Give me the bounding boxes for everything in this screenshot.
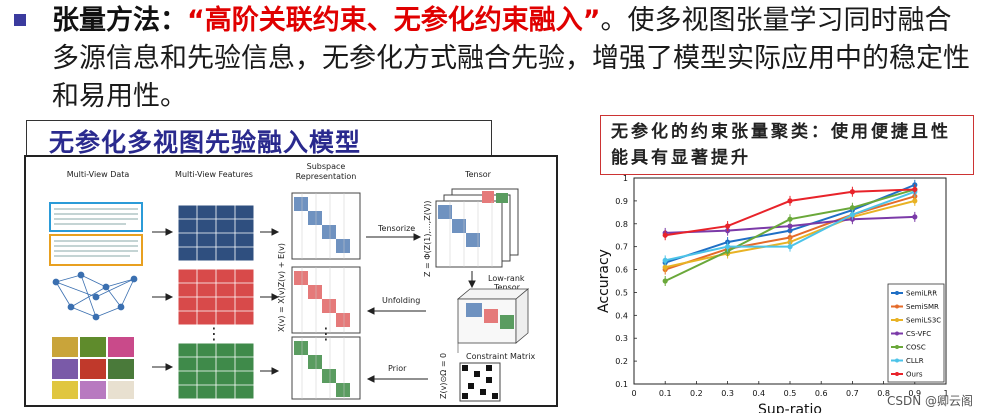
legend-marker [895, 345, 899, 349]
y-tick-label: 0.8 [615, 220, 628, 229]
slide-paragraph: 张量方法：“高阶关联约束、无参化约束融入”。使多视图张量学习同时融合多源信息和先… [52, 2, 972, 116]
x-tick-label: 1 [943, 389, 948, 398]
y-tick-label: 0.9 [615, 197, 628, 206]
framework-svg: Multi-View Data Multi-View Features Subs… [49, 162, 535, 402]
text-document-view [49, 202, 143, 266]
lowrank-label-1: Low-rank [488, 274, 525, 283]
col-header-tensor: Tensor [464, 170, 492, 179]
features-ellipsis: ⋮ [206, 324, 222, 343]
x-tick-label: 0.8 [877, 389, 890, 398]
prior-arrow [366, 375, 428, 383]
legend: SemiLRR SemiSMR SemiLS3C CS-VFC COSC CLLR Ours [887, 283, 945, 383]
legend-marker [895, 304, 899, 309]
legend-marker [895, 331, 899, 336]
col-header-data: Multi-View Data [67, 170, 130, 179]
graph-view [52, 271, 138, 321]
lowrank-arrow [468, 271, 476, 289]
x-tick-label: 0.5 [784, 389, 797, 398]
unfolding-arrow [366, 307, 426, 315]
subspace-matrices [291, 192, 361, 400]
legend-marker [895, 372, 899, 376]
image-view [52, 337, 134, 399]
legend-entry-cllr: CLLR [906, 357, 924, 365]
y-axis-label: Accuracy [596, 249, 612, 313]
y-tick-label: 0.2 [615, 357, 628, 366]
heading-quote: “高阶关联约束、无参化约束融入” [187, 5, 601, 36]
subspace-ellipsis: ⋮ [318, 324, 334, 343]
x-tick-label: 0.3 [721, 389, 734, 398]
bullet-square [14, 14, 26, 26]
x-tick-label: 0.1 [659, 389, 672, 398]
lowrank-label-2: Tensor [493, 283, 521, 292]
legend-marker [895, 291, 899, 295]
legend-entry-semismr: SemiSMR [906, 303, 939, 311]
x-tick-label: 0.4 [752, 389, 765, 398]
y-tick-label: 0.5 [615, 288, 628, 297]
prior-equation: Z(v)⊙Ω = 0 [439, 353, 448, 399]
lowrank-tensor [456, 288, 530, 353]
legend-entry-ours: Ours [906, 371, 923, 379]
body-text: 。使多视图张量学习同时融合多源信息和先验信息，无参化方式融合先验，增强了模型实际… [52, 5, 970, 112]
tensorize-arrow [366, 233, 422, 241]
legend-entry-cosc: COSC [906, 344, 926, 352]
legend-marker [895, 318, 899, 322]
col-header-representation: Representation [296, 172, 357, 181]
constraint-label: Constraint Matrix [466, 352, 535, 361]
legend-marker [895, 358, 899, 363]
tensor-cube [435, 188, 519, 268]
tensor-equation: Z = Φ(Z(1),...,Z(V)) [423, 200, 432, 277]
model-title: 无参化多视图先验融入模型 [49, 128, 362, 157]
self-representation-equation: X(v) = X(v)Z(v) + E(v) [277, 243, 286, 332]
x-axis-label: Sup-ratio [758, 402, 822, 413]
watermark: CSDN @卿云阁 [886, 394, 973, 408]
feature-blocks [177, 204, 255, 400]
legend-entry-semils3c: SemiLS3C [906, 317, 941, 325]
y-tick-label: 0.1 [615, 380, 628, 389]
y-tick-label: 0.4 [615, 311, 628, 320]
constraint-matrix [459, 362, 501, 402]
col-header-subspace: Subspace [307, 162, 346, 171]
prior-label: Prior [388, 364, 407, 373]
y-tick-label: 0.3 [615, 334, 628, 343]
x-tick-label: 0.9 [908, 389, 921, 398]
x-tick-label: 0.7 [846, 389, 859, 398]
claim-text: 无参化的约束张量聚类：使用便捷且性能具有显著提升 [611, 122, 951, 168]
framework-diagram: Multi-View Data Multi-View Features Subs… [24, 155, 558, 407]
x-tick-label: 0.6 [815, 389, 828, 398]
x-tick-label: 0.2 [690, 389, 703, 398]
tensorize-label: Tensorize [377, 224, 415, 233]
claim-box: 无参化的约束张量聚类：使用便捷且性能具有显著提升 [600, 115, 974, 175]
legend-entry-semilrr: SemiLRR [906, 290, 937, 298]
y-tick-label: 1 [623, 174, 628, 183]
unfolding-label: Unfolding [382, 296, 420, 305]
heading-keyword: 张量方法： [52, 5, 187, 36]
data-to-feature-arrows [152, 228, 174, 371]
y-tick-label: 0.6 [615, 266, 628, 275]
feature-to-subspace-arrows [260, 228, 280, 375]
legend-entry-cs-vfc: CS-VFC [906, 330, 931, 338]
y-tick-label: 0.7 [615, 243, 628, 252]
x-tick-label: 0 [631, 389, 636, 398]
col-header-features: Multi-View Features [175, 170, 253, 179]
